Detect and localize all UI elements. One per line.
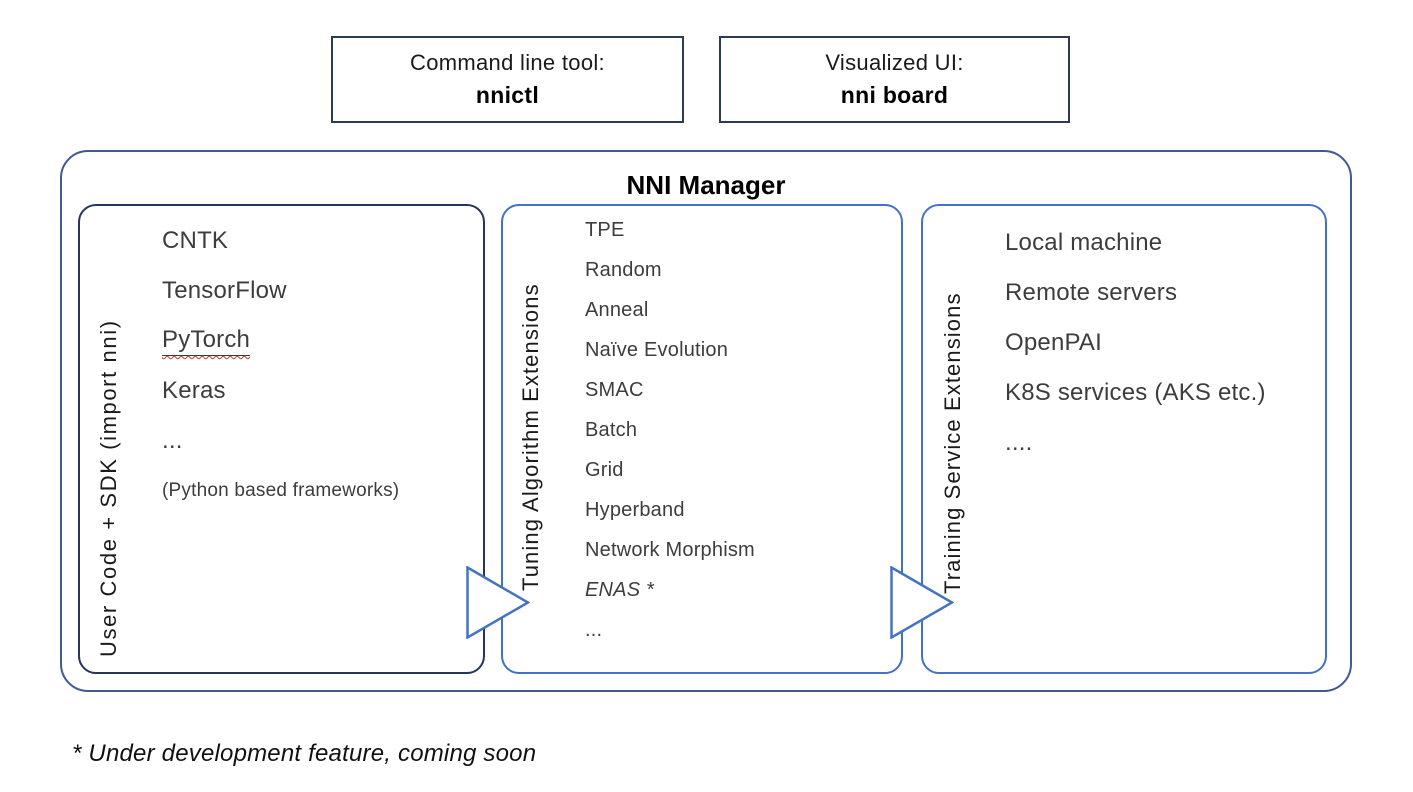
tuner-list-item: Network Morphism xyxy=(585,538,755,561)
framework-list: CNTK TensorFlow PyTorch Keras ... (Pytho… xyxy=(162,216,399,516)
tuner-list-item: Anneal xyxy=(585,298,649,321)
tuner-list-item: SMAC xyxy=(585,378,644,401)
framework-list-item: CNTK xyxy=(162,227,229,254)
visualized-ui-box: Visualized UI: nni board xyxy=(719,36,1070,123)
training-service-list-item: .... xyxy=(1005,429,1033,456)
tuner-list-item: ENAS * xyxy=(585,578,655,601)
nni-manager-box: NNI Manager User Code + SDK (import nni)… xyxy=(60,150,1352,692)
framework-list-item: Keras xyxy=(162,377,226,404)
framework-list-item: PyTorch xyxy=(162,316,399,366)
framework-list-item: ... xyxy=(162,427,183,454)
framework-list-item: (Python based frameworks) xyxy=(162,480,400,501)
command-line-tool-box: Command line tool: nnictl xyxy=(331,36,684,123)
nni-board-label: nni board xyxy=(840,82,949,108)
tuner-list-item: Hyperband xyxy=(585,498,685,521)
training-service-panel: Training Service Extensions Local machin… xyxy=(921,204,1327,674)
training-service-list-item: K8S services (AKS etc.) xyxy=(1005,379,1266,406)
nnictl-label: nnictl xyxy=(475,82,540,108)
user-code-sdk-side-label: User Code + SDK (import nni) xyxy=(96,319,121,657)
framework-list-item: TensorFlow xyxy=(162,277,287,304)
tuner-list-item: Grid xyxy=(585,458,624,481)
command-line-tool-label: Command line tool: xyxy=(410,50,605,75)
tuner-list: TPE Random Anneal Naïve Evolution SMAC B… xyxy=(585,210,755,650)
training-service-list-item: Local machine xyxy=(1005,229,1163,256)
tuner-list-item: ... xyxy=(585,618,603,641)
training-service-list: Local machine Remote servers OpenPAI K8S… xyxy=(1005,218,1266,468)
visualized-ui-label: Visualized UI: xyxy=(825,50,964,75)
training-service-list-item: OpenPAI xyxy=(1005,329,1103,356)
flow-arrow-icon xyxy=(466,566,530,639)
user-code-sdk-panel: User Code + SDK (import nni) CNTK Tensor… xyxy=(78,204,485,674)
footnote: * Under development feature, coming soon xyxy=(72,740,537,767)
nni-manager-title: NNI Manager xyxy=(626,170,786,200)
training-service-list-item: Remote servers xyxy=(1005,279,1178,306)
tuner-list-item: TPE xyxy=(585,218,625,241)
tuner-list-item: Random xyxy=(585,258,662,281)
tuner-list-item: Naïve Evolution xyxy=(585,338,729,361)
tuning-algorithm-panel: Tuning Algorithm Extensions TPE Random A… xyxy=(501,204,903,674)
flow-arrow-icon xyxy=(890,566,954,639)
tuner-list-item: Batch xyxy=(585,418,638,441)
